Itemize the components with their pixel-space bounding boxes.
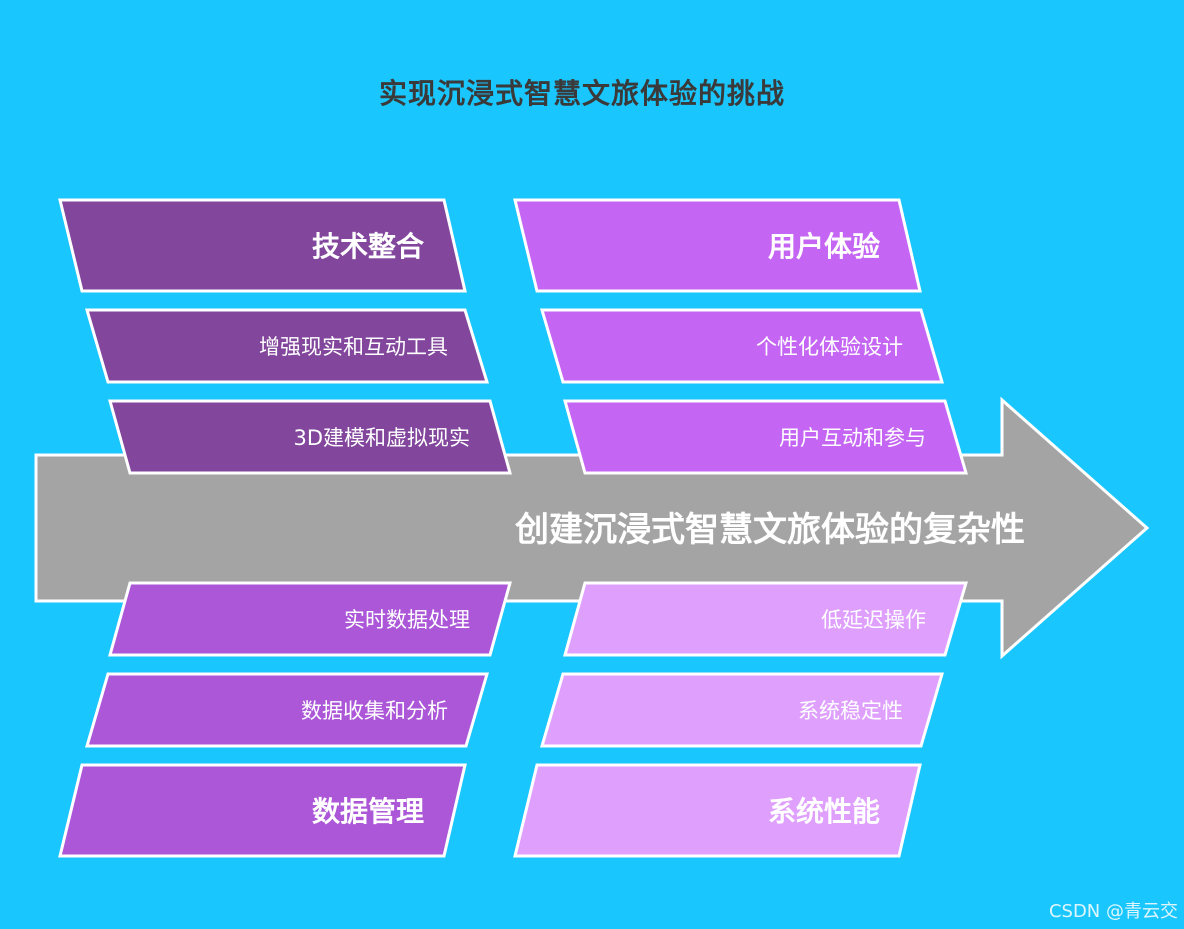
category-tech: 技术整合 增强现实和互动工具 3D建模和虚拟现实 <box>58 198 512 475</box>
user-heading: 用户体验 <box>768 230 880 263</box>
tech-item: 3D建模和虚拟现实 <box>293 426 470 450</box>
data-item: 实时数据处理 <box>344 608 470 632</box>
data-heading: 数据管理 <box>312 795 424 828</box>
data-item-box <box>85 672 489 748</box>
tech-item: 增强现实和互动工具 <box>259 335 448 359</box>
watermark: CSDN @青云交 <box>1048 901 1178 922</box>
system-item-box <box>563 581 968 657</box>
user-item: 用户互动和参与 <box>779 426 926 450</box>
user-item: 个性化体验设计 <box>756 335 903 359</box>
tech-heading: 技术整合 <box>312 230 425 263</box>
category-data: 实时数据处理 数据收集和分析 数据管理 <box>58 581 512 858</box>
system-item: 系统稳定性 <box>798 699 903 723</box>
system-item: 低延迟操作 <box>821 608 926 632</box>
system-heading-box <box>513 763 922 858</box>
user-item-box <box>563 399 968 475</box>
data-item: 数据收集和分析 <box>301 699 448 723</box>
tech-item-box <box>108 399 512 475</box>
data-item-box <box>108 581 512 657</box>
system-heading: 系统性能 <box>768 795 880 828</box>
tech-heading-box <box>58 198 467 293</box>
diagram-title: 实现沉浸式智慧文旅体验的挑战 <box>378 77 785 110</box>
category-user: 用户体验 个性化体验设计 用户互动和参与 <box>513 198 968 475</box>
data-heading-box <box>58 763 467 858</box>
user-heading-box <box>513 198 922 293</box>
arrow-label: 创建沉浸式智慧文旅体验的复杂性 <box>514 510 1025 550</box>
system-item-box <box>540 672 944 748</box>
category-system: 低延迟操作 系统稳定性 系统性能 <box>513 581 968 858</box>
tech-item-box <box>85 308 490 384</box>
user-item-box <box>540 308 944 384</box>
